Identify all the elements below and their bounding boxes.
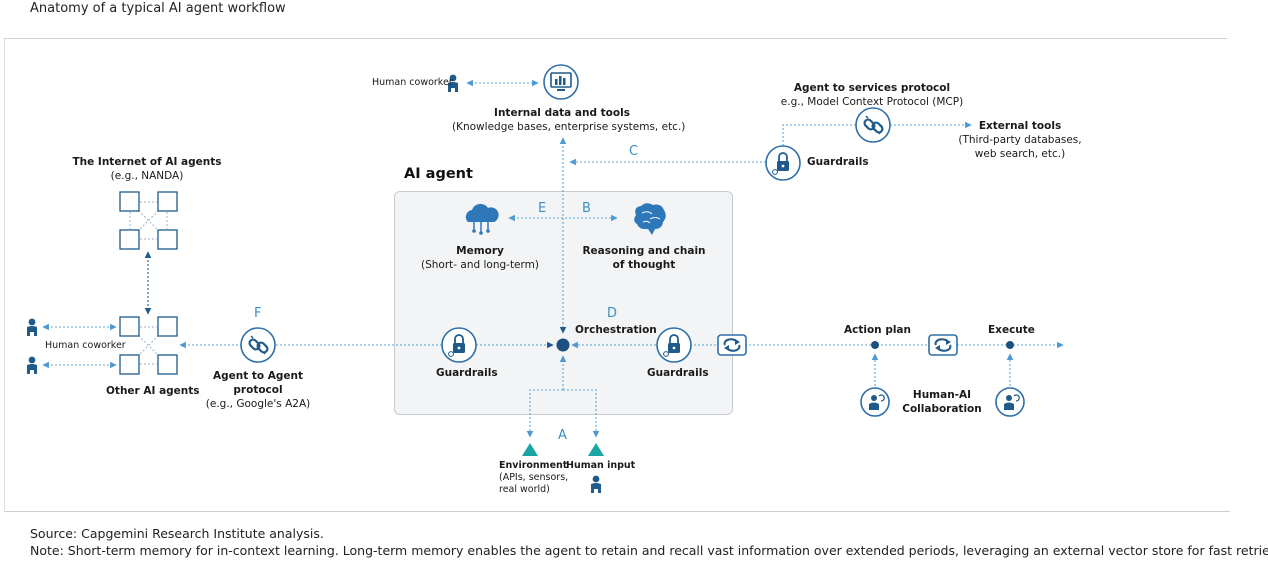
internet-title: The Internet of AI agents (72, 156, 222, 168)
guardrails-left-text: Guardrails (436, 367, 498, 379)
hai-l1: Human-AI (912, 389, 972, 401)
figure-title: Anatomy of a typical AI agent workflow (30, 1, 286, 16)
action-plan-label: Action plan (844, 323, 911, 337)
environment-sub2: real world) (499, 484, 550, 495)
person-icon (995, 387, 1025, 417)
triangle-icon (588, 443, 604, 456)
footer-divider (4, 511, 1230, 512)
internal-title: Internal data and tools (494, 107, 630, 119)
person-icon (27, 318, 37, 336)
guardrails-right-text: Guardrails (647, 367, 709, 379)
a2s-sub: e.g., Model Context Protocol (MCP) (780, 96, 964, 108)
orchestration-node (556, 338, 570, 352)
monitor-chart-icon (543, 64, 579, 100)
hai-l2: Collaboration (902, 403, 982, 415)
external-title: External tools (978, 120, 1062, 132)
execute-node (1006, 341, 1014, 349)
memory-label: Memory (Short- and long-term) (415, 244, 545, 272)
ai-agent-title: AI agent (404, 166, 473, 182)
link-icon (239, 326, 277, 364)
a2a-l1: Agent to Agent (212, 370, 304, 382)
action-plan-text: Action plan (844, 324, 911, 336)
letter-c: C (629, 144, 639, 159)
cycle-arrows-icon (928, 334, 958, 356)
guardrails-left-label: Guardrails (436, 366, 498, 380)
internal-data-tools: Internal data and tools (Knowledge bases… (452, 106, 685, 134)
guardrails-top-text: Guardrails (807, 156, 869, 168)
memory-sub: (Short- and long-term) (421, 259, 539, 271)
person-icon (27, 356, 37, 374)
human-coworker-top-label: Human coworker (372, 77, 453, 88)
letter-b: B (582, 201, 591, 216)
cloud-network-icon (465, 203, 499, 235)
connector-a-environment (526, 389, 563, 438)
external-tools: External tools (Third-party databases, w… (958, 119, 1082, 161)
execute-text: Execute (988, 324, 1035, 336)
reasoning-label: Reasoning and chain of thought (582, 244, 706, 272)
environment-sub1: (APIs, sensors, (499, 472, 569, 483)
environment-title: Environment (499, 460, 568, 471)
letter-f: F (254, 306, 262, 321)
other-agents-text: Other AI agents (106, 385, 200, 397)
execute-label: Execute (988, 323, 1035, 337)
person-icon (860, 387, 890, 417)
other-agents-label: Other AI agents (106, 384, 200, 398)
lock-icon (656, 327, 692, 363)
a2a-l2: protocol (233, 384, 283, 396)
person-icon (591, 475, 601, 493)
internal-sub: (Knowledge bases, enterprise systems, et… (452, 121, 686, 133)
external-sub1: (Third-party databases, (958, 134, 1082, 146)
orchestration-text: Orchestration (575, 324, 657, 336)
lock-icon (441, 327, 477, 363)
guardrails-right-label: Guardrails (647, 366, 709, 380)
human-input-text: Human input (566, 460, 636, 471)
link-icon (854, 106, 892, 144)
internet-grid (119, 191, 178, 250)
internet-of-agents: The Internet of AI agents (e.g., NANDA) (72, 155, 222, 183)
action-plan-node (871, 341, 879, 349)
connector-a-human-input (563, 389, 600, 438)
external-sub2: web search, etc.) (974, 148, 1066, 160)
internet-sub: (e.g., NANDA) (110, 170, 184, 182)
reasoning-l2: of thought (612, 259, 676, 271)
a2a-protocol: Agent to Agent protocol (e.g., Google's … (200, 369, 316, 411)
reasoning-l1: Reasoning and chain (582, 245, 706, 257)
figure-frame (4, 38, 1227, 511)
memory-title: Memory (456, 245, 504, 257)
orchestration-label: Orchestration (575, 323, 657, 337)
letter-e: E (538, 201, 547, 216)
agent-services-protocol: Agent to services protocol e.g., Model C… (774, 81, 970, 109)
connector-mcp-external (782, 121, 972, 146)
a2s-title: Agent to services protocol (793, 82, 951, 94)
environment-label: Environment (APIs, sensors, real world) (499, 460, 568, 496)
brain-icon (634, 203, 666, 235)
lock-icon (765, 145, 801, 181)
a2a-sub: (e.g., Google's A2A) (205, 398, 311, 410)
letter-a: A (558, 428, 567, 443)
triangle-icon (522, 443, 538, 456)
letter-d: D (607, 306, 618, 321)
footer-source: Source: Capgemini Research Institute ana… (30, 526, 324, 541)
human-coworker-left-label: Human coworker (45, 340, 126, 351)
guardrails-top-label: Guardrails (807, 155, 869, 169)
cycle-arrows-icon (717, 334, 747, 356)
footer-note: Note: Short-term memory for in-context l… (30, 543, 1268, 558)
human-ai-collaboration: Human-AI Collaboration (893, 388, 991, 416)
other-agents-grid (119, 316, 178, 375)
human-input-label: Human input (566, 460, 635, 472)
